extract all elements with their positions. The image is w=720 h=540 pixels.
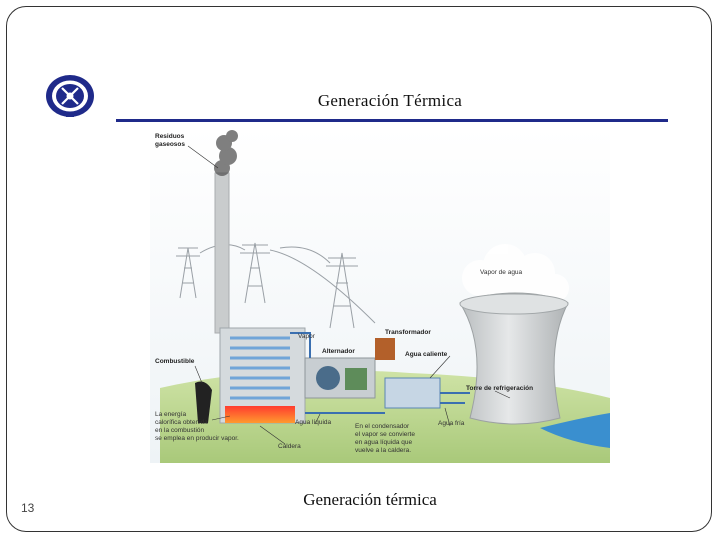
label-combustible: Combustible <box>155 358 195 365</box>
university-seal-icon <box>46 75 94 117</box>
cooling-tower <box>459 292 569 425</box>
river <box>540 413 610 448</box>
cooling-tower-top <box>459 293 569 315</box>
label-transformador: Transformador <box>385 329 431 336</box>
fuel-input <box>195 381 212 423</box>
slide-frame <box>6 6 712 532</box>
label-condensador-4: vuelve a la caldera. <box>355 447 411 454</box>
turbine <box>316 366 340 390</box>
boiler-tubes <box>230 336 290 400</box>
label-leaders <box>187 145 511 445</box>
condenser <box>384 377 441 409</box>
label-agua-liquida: Agua líquida <box>295 419 332 426</box>
boiler-fire <box>225 406 295 423</box>
page-number: 13 <box>21 501 35 515</box>
label-alternador: Alternador <box>322 348 355 355</box>
transformer <box>375 338 395 360</box>
slide-title: Generación Térmica <box>317 91 463 110</box>
label-vapor-agua: Vapor de agua <box>480 269 523 276</box>
chimney <box>214 172 230 334</box>
label-energia-1: La energía <box>155 411 186 418</box>
electric-pylons <box>176 242 376 329</box>
label-condensador-1: En el condensador <box>355 423 410 430</box>
label-condensador-2: el vapor se convierte <box>355 431 415 438</box>
label-vapor: Vapor <box>298 333 316 340</box>
label-gaseosos: gaseosos <box>155 141 185 148</box>
title-rule <box>116 119 668 122</box>
label-agua-caliente: Agua caliente <box>405 351 448 358</box>
thermal-plant-diagram: Residuos gaseosos Vapor de agua Transfor… <box>150 128 610 463</box>
label-energia-2: calorífica obtenida <box>155 419 208 426</box>
water-pipes <box>290 332 470 414</box>
label-energia-3: en la combustión <box>155 427 205 434</box>
label-caldera: Caldera <box>278 443 301 450</box>
alternator <box>345 368 367 390</box>
smoke <box>214 130 238 176</box>
label-residuos: Residuos <box>155 133 185 140</box>
label-torre: Torre de refrigeración <box>466 385 533 392</box>
label-agua-fria: Agua fría <box>438 420 465 427</box>
label-condensador-3: en agua líquida que <box>355 439 412 446</box>
slide-caption: Generación térmica <box>303 490 437 509</box>
label-energia-4: se emplea en producir vapor. <box>155 435 239 442</box>
